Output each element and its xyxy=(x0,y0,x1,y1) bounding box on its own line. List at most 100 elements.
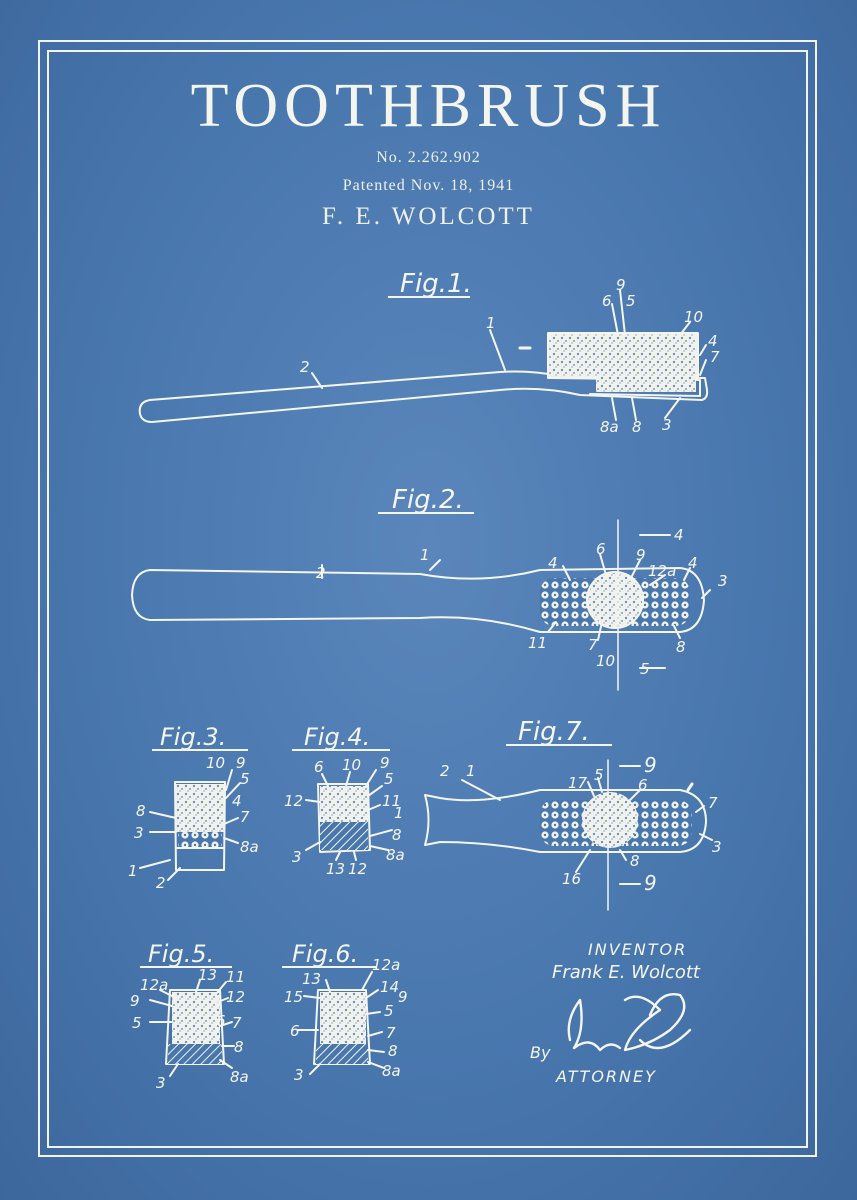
inventor-heading: F. E. WOLCOTT xyxy=(322,203,535,230)
fig7-ref: 16 xyxy=(562,870,581,888)
fig3-ref: 2 xyxy=(156,874,166,892)
fig4-ref: 10 xyxy=(342,756,361,774)
fig1-drawing xyxy=(138,289,709,423)
fig5-ref: 13 xyxy=(198,966,217,984)
fig2-ref: 5 xyxy=(640,660,650,678)
fig5-ref: 12 xyxy=(226,988,245,1006)
fig6-ref: 13 xyxy=(302,970,321,988)
fig5-ref: 8a xyxy=(230,1068,249,1086)
fig7-ref: 9 xyxy=(644,753,657,777)
fig3-ref: 1 xyxy=(128,862,138,880)
fig2-ref: 7 xyxy=(588,636,598,654)
fig2-ref: 12a xyxy=(648,562,676,580)
fig1-ref: 2 xyxy=(300,358,310,376)
fig2-ref: 4 xyxy=(674,526,684,544)
fig5-ref: 6 xyxy=(216,1012,226,1030)
fig7-ref: 3 xyxy=(712,838,722,856)
fig2-ref: 10 xyxy=(596,652,615,670)
fig1-label: Fig.1. xyxy=(400,269,472,299)
fig7-ref: 17 xyxy=(568,774,588,792)
fig6-ref: 3 xyxy=(294,1066,304,1084)
fig5-label: Fig.5. xyxy=(148,940,214,968)
fig5-drawing xyxy=(149,979,235,1077)
attorney-label: ATTORNEY xyxy=(555,1067,657,1086)
fig7-label: Fig.7. xyxy=(518,717,590,747)
fig2-drawing xyxy=(131,519,711,691)
fig2-ref: 6 xyxy=(596,540,606,558)
fig4-ref: 6 xyxy=(314,758,324,776)
fig5-ref: 11 xyxy=(226,968,245,986)
fig5-ref: 7 xyxy=(232,1014,242,1032)
fig6-ref: 5 xyxy=(384,1002,394,1020)
fig6-ref: 8 xyxy=(388,1042,398,1060)
fig3-ref: 4 xyxy=(232,792,242,810)
fig3-ref: 9 xyxy=(236,754,246,772)
fig3-ref: 7 xyxy=(240,808,250,826)
fig2-ref: 4 xyxy=(688,554,698,572)
fig6-ref: 14 xyxy=(380,978,399,996)
fig2-ref: 11 xyxy=(528,634,547,652)
fig2-ref: 8 xyxy=(676,638,686,656)
inner-border xyxy=(47,50,808,1148)
attorney-signature xyxy=(567,993,692,1052)
fig3-ref: 3 xyxy=(134,824,144,842)
fig4-ref: 13 xyxy=(326,860,345,878)
fig1-ref: 8a xyxy=(600,418,619,436)
fig4-drawing xyxy=(305,769,393,861)
fig1-ref: 3 xyxy=(662,416,672,434)
fig1-ref: 6 xyxy=(602,292,612,310)
poster-title: TOOTHBRUSH xyxy=(190,72,667,140)
fig7-ref: 9 xyxy=(644,871,657,895)
fig1-ref: 4 xyxy=(708,332,718,350)
fig6-ref: 15 xyxy=(284,988,303,1006)
inventor-label: INVENTOR xyxy=(588,940,687,959)
fig4-ref: 1 xyxy=(394,804,404,822)
fig5-ref: 12a xyxy=(140,976,168,994)
fig4-ref: 9 xyxy=(380,754,390,772)
fig6-ref: 6 xyxy=(290,1022,300,1040)
fig3-ref: 5 xyxy=(240,770,250,788)
fig4-ref: 5 xyxy=(384,770,394,788)
fig5-ref: 8 xyxy=(234,1038,244,1056)
fig6-ref: 8a xyxy=(382,1062,401,1080)
fig2-ref: 3 xyxy=(718,572,728,590)
fig4-ref: 3 xyxy=(292,848,302,866)
fig2-ref: 2 xyxy=(316,564,326,582)
fig7-ref: 5 xyxy=(594,766,604,784)
inventor-signature: Frank E. Wolcott xyxy=(552,962,701,983)
fig4-ref: 8a xyxy=(386,846,405,864)
fig4-label: Fig.4. xyxy=(304,723,370,751)
fig6-drawing xyxy=(297,971,385,1075)
fig3-label: Fig.3. xyxy=(160,723,226,751)
fig1-ref: 10 xyxy=(684,308,703,326)
fig2-ref: 4 xyxy=(548,554,558,572)
by-label: By xyxy=(530,1043,551,1062)
fig2-label: Fig.2. xyxy=(392,485,464,515)
fig4-ref: 8 xyxy=(392,826,402,844)
fig1-ref: 5 xyxy=(626,292,636,310)
fig7-ref: 8 xyxy=(630,852,640,870)
fig5-ref: 5 xyxy=(132,1014,142,1032)
patent-number: No. 2.262.902 xyxy=(376,149,481,166)
fig7-ref: 7 xyxy=(708,794,718,812)
fig1-ref: 8 xyxy=(632,418,642,436)
fig3-drawing xyxy=(139,769,241,881)
fig7-ref: 2 xyxy=(440,762,450,780)
fig7-ref: 6 xyxy=(638,776,648,794)
fig7-drawing xyxy=(424,759,713,911)
fig4-ref: 12 xyxy=(284,792,303,810)
fig7-ref: 1 xyxy=(466,762,476,780)
fig3-ref: 8 xyxy=(136,802,146,820)
fig5-ref: 3 xyxy=(156,1074,166,1092)
fig6-ref: 9 xyxy=(398,988,408,1006)
fig4-ref: 12 xyxy=(348,860,367,878)
fig3-ref: 10 xyxy=(206,754,225,772)
fig1-ref: 7 xyxy=(710,348,720,366)
fig1-ref: 9 xyxy=(616,276,626,294)
fig5-ref: 9 xyxy=(130,992,140,1010)
outer-border xyxy=(38,40,817,1157)
patent-date: Patented Nov. 18, 1941 xyxy=(342,177,515,194)
fig6-label: Fig.6. xyxy=(292,940,358,968)
